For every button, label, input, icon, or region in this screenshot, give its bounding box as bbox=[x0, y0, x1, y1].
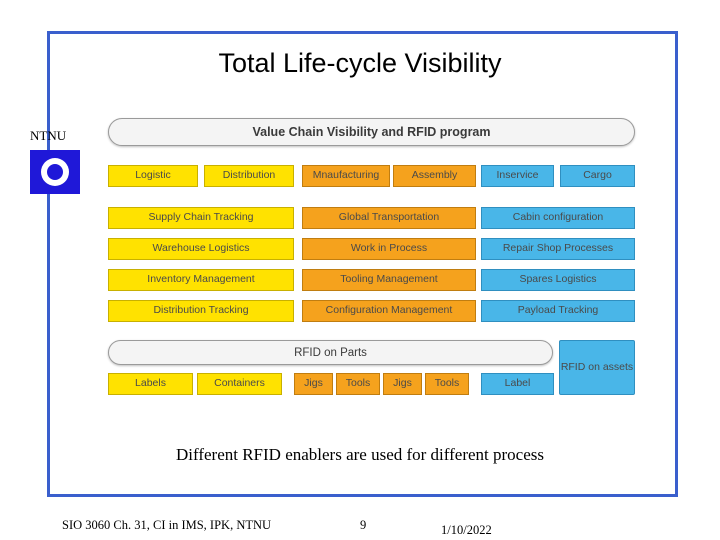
org-label: NTNU bbox=[30, 128, 67, 143]
bottom-item-jigs-1: Jigs bbox=[294, 373, 333, 395]
row-2-blue: Repair Shop Processes bbox=[481, 238, 635, 260]
row-2-yellow: Warehouse Logistics bbox=[108, 238, 294, 260]
rfid-on-assets-box: RFID on assets bbox=[559, 340, 635, 395]
footer-page-number: 9 bbox=[360, 518, 367, 532]
column-header-cargo: Cargo bbox=[560, 165, 635, 187]
row-1-orange: Global Transportation bbox=[302, 207, 476, 229]
footer-course-info: SIO 3060 Ch. 31, CI in IMS, IPK, NTNU bbox=[62, 518, 272, 532]
row-3-yellow: Inventory Management bbox=[108, 269, 294, 291]
row-4-blue: Payload Tracking bbox=[481, 300, 635, 322]
slide-frame bbox=[47, 31, 678, 497]
bottom-item-label: Label bbox=[481, 373, 554, 395]
logo-dot bbox=[47, 164, 63, 180]
row-1-blue: Cabin configuration bbox=[481, 207, 635, 229]
bottom-item-tools-1: Tools bbox=[336, 373, 380, 395]
footer-date: 1/10/2022 bbox=[441, 523, 492, 537]
bottom-item-tools-2: Tools bbox=[425, 373, 469, 395]
column-header-inservice: Inservice bbox=[481, 165, 554, 187]
value-chain-header-bar: Value Chain Visibility and RFID program bbox=[108, 118, 635, 146]
row-2-orange: Work in Process bbox=[302, 238, 476, 260]
row-3-blue: Spares Logistics bbox=[481, 269, 635, 291]
row-4-yellow: Distribution Tracking bbox=[108, 300, 294, 322]
column-header-manufacturing: Mnaufacturing bbox=[302, 165, 390, 187]
column-header-logistic: Logistic bbox=[108, 165, 198, 187]
page-title: Total Life-cycle Visibility bbox=[218, 48, 502, 78]
row-3-orange: Tooling Management bbox=[302, 269, 476, 291]
bottom-item-containers: Containers bbox=[197, 373, 282, 395]
rfid-on-parts-bar: RFID on Parts bbox=[108, 340, 553, 365]
row-1-yellow: Supply Chain Tracking bbox=[108, 207, 294, 229]
row-4-orange: Configuration Management bbox=[302, 300, 476, 322]
column-header-assembly: Assembly bbox=[393, 165, 476, 187]
diagram: Value Chain Visibility and RFID program … bbox=[100, 110, 640, 400]
bottom-item-jigs-2: Jigs bbox=[383, 373, 422, 395]
ntnu-logo-icon bbox=[30, 150, 80, 194]
column-header-distribution: Distribution bbox=[204, 165, 294, 187]
bottom-item-labels: Labels bbox=[108, 373, 193, 395]
slide-caption: Different RFID enablers are used for dif… bbox=[175, 445, 545, 464]
